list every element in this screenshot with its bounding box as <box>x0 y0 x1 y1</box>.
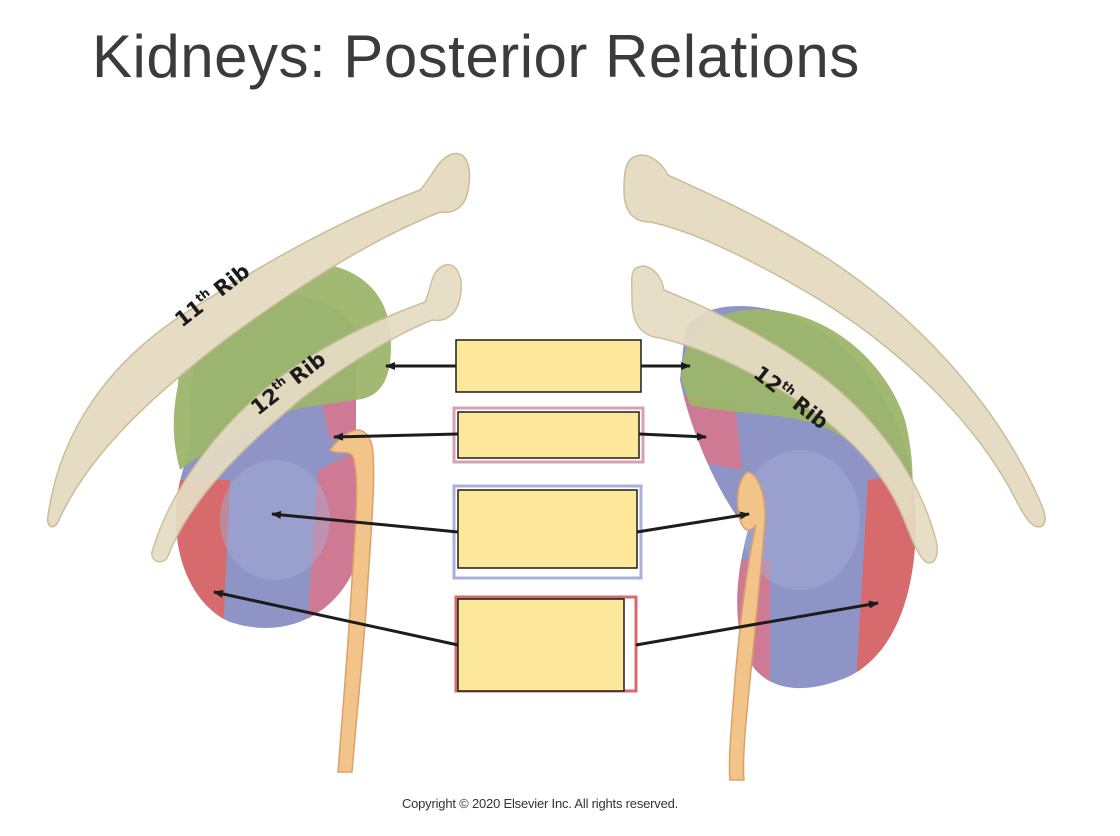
left-ureter <box>328 429 375 773</box>
label-box-2 <box>452 406 645 464</box>
label-box-3 <box>452 484 643 580</box>
page-title: Kidneys: Posterior Relations <box>92 23 860 90</box>
arrow-box2-left <box>333 432 459 441</box>
label-box-1 <box>455 339 642 393</box>
copyright-notice: Copyright © 2020 Elsevier Inc. All right… <box>401 796 679 811</box>
arrow-box4-right <box>635 600 879 647</box>
right-11th-rib <box>623 154 1046 528</box>
label-box-4 <box>454 595 638 693</box>
arrow-box4-left <box>213 590 459 647</box>
arrow-box3-left <box>271 510 459 534</box>
arrow-box3-right <box>636 511 750 534</box>
right-12th-rib <box>630 265 938 564</box>
leader-arrows <box>213 362 879 647</box>
left-12th-rib <box>151 264 462 563</box>
arrow-box2-right <box>638 432 707 441</box>
left-11th-rib <box>46 152 471 528</box>
